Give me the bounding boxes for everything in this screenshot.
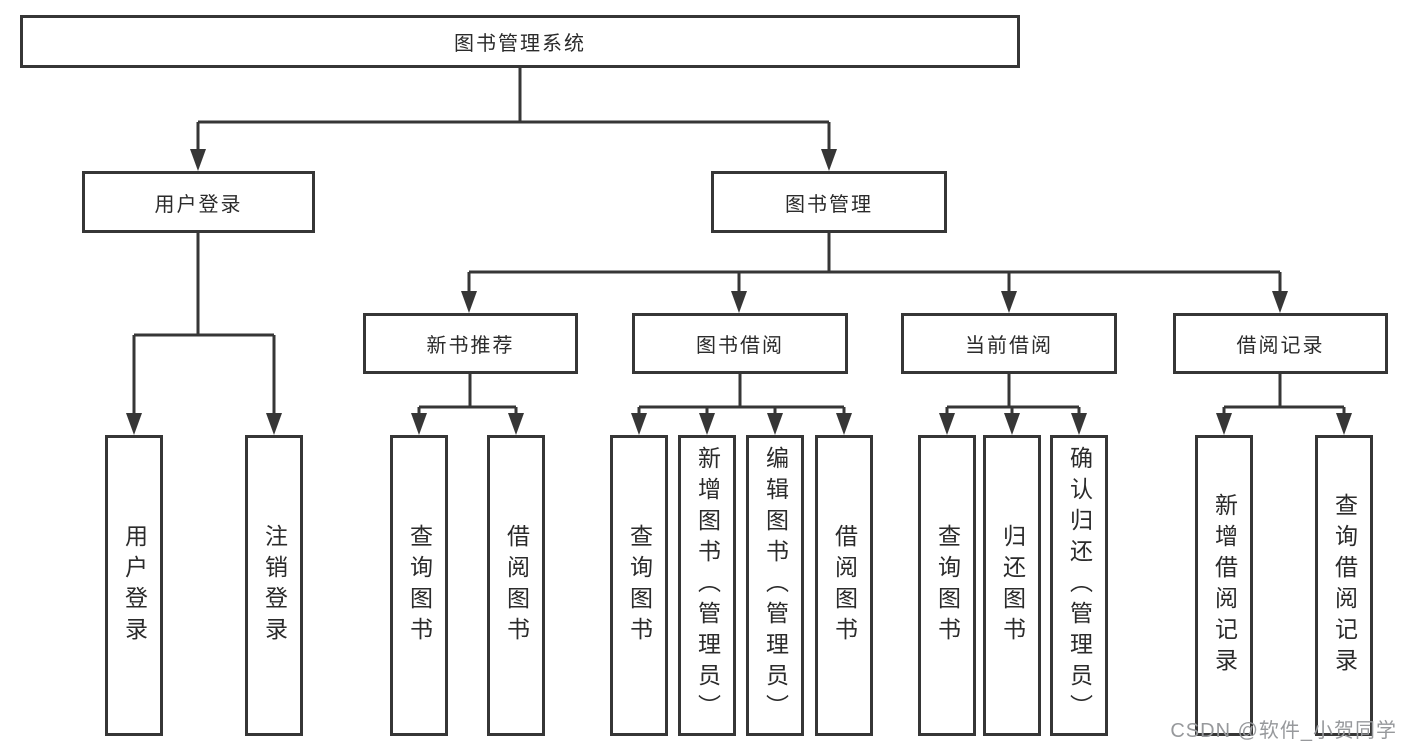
connector-new-book-to-leaves [417, 374, 518, 415]
arrow-down-icon [411, 413, 427, 435]
leaf-add-borrow-record: 新增借阅记录 [1195, 435, 1253, 736]
node-new-book-recommend: 新书推荐 [363, 313, 578, 374]
arrow-down-icon [508, 413, 524, 435]
arrow-down-icon [731, 291, 747, 313]
arrow-down-icon [767, 413, 783, 435]
connector-book-borrowing-to-leaves [637, 374, 846, 415]
arrow-down-icon [699, 413, 715, 435]
arrow-down-icon [190, 149, 206, 171]
leaf-logout: 注销登录 [245, 435, 303, 736]
arrow-down-icon [126, 413, 142, 435]
node-borrowing-records: 借阅记录 [1173, 313, 1388, 374]
connector-user-login-to-leaves [132, 233, 276, 415]
connector-current-borrowing-to-leaves [945, 374, 1081, 415]
connector-borrowing-records-to-leaves [1222, 374, 1346, 415]
node-book-management: 图书管理 [711, 171, 947, 233]
leaf-query-books-borrowing: 查询图书 [610, 435, 668, 736]
node-book-borrowing: 图书借阅 [632, 313, 848, 374]
leaf-query-books-current: 查询图书 [918, 435, 976, 736]
leaf-user-login: 用户登录 [105, 435, 163, 736]
leaf-borrow-books-recommend: 借阅图书 [487, 435, 545, 736]
csdn-watermark: CSDN @软件_小贺同学 [1170, 720, 1397, 742]
arrow-down-icon [266, 413, 282, 435]
leaf-add-books-admin: 新增图书（管理员） [678, 435, 736, 736]
node-user-login: 用户登录 [82, 171, 315, 233]
leaf-return-books: 归还图书 [983, 435, 1041, 736]
arrow-down-icon [1216, 413, 1232, 435]
arrow-down-icon [1001, 291, 1017, 313]
leaf-query-borrow-record: 查询借阅记录 [1315, 435, 1373, 736]
arrow-down-icon [939, 413, 955, 435]
leaf-edit-books-admin: 编辑图书（管理员） [746, 435, 804, 736]
arrow-down-icon [821, 149, 837, 171]
leaf-confirm-return-admin: 确认归还（管理员） [1050, 435, 1108, 736]
arrow-down-icon [1272, 291, 1288, 313]
node-root: 图书管理系统 [20, 15, 1020, 68]
arrow-down-icon [461, 291, 477, 313]
arrow-down-icon [631, 413, 647, 435]
connector-book-management-to-level3 [467, 233, 1282, 293]
leaf-query-books-recommend: 查询图书 [390, 435, 448, 736]
arrow-down-icon [836, 413, 852, 435]
connector-root-to-level2 [196, 68, 831, 151]
arrow-down-icon [1004, 413, 1020, 435]
arrow-down-icon [1071, 413, 1087, 435]
arrow-down-icon [1336, 413, 1352, 435]
node-current-borrowing: 当前借阅 [901, 313, 1117, 374]
leaf-borrow-books-borrowing: 借阅图书 [815, 435, 873, 736]
